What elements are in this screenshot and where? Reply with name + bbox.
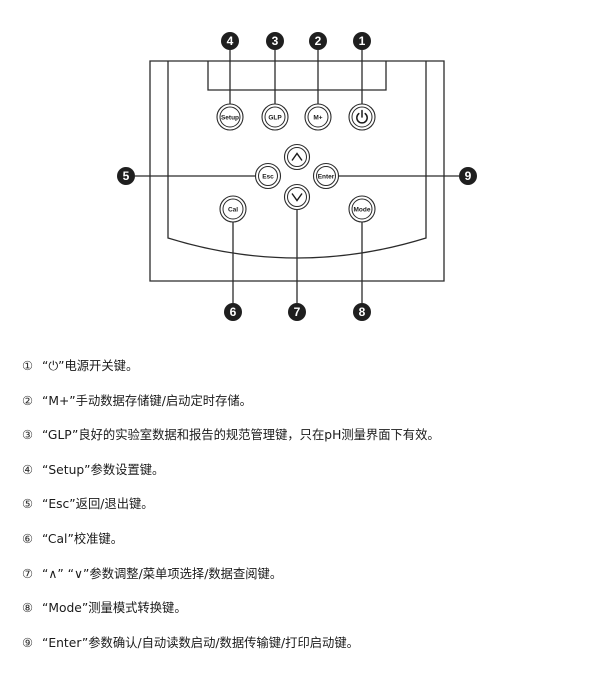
item-text: “M+”手动数据存储键/启动定时存储。 [42, 393, 252, 408]
list-item: ⑥ “Cal”校准键。 [22, 529, 592, 564]
esc-button-label: Esc [262, 174, 274, 181]
callout-2: 2 [309, 32, 327, 50]
list-item: ① “⏻”电源开关键。 [22, 356, 592, 391]
list-item: ② “M+”手动数据存储键/启动定时存储。 [22, 391, 592, 426]
callout-4: 4 [221, 32, 239, 50]
item-marker: ⑦ [22, 566, 34, 581]
callout-4-number: 4 [227, 34, 234, 48]
item-text: “GLP”良好的实验室数据和报告的规范管理键，只在pH测量界面下有效。 [42, 428, 440, 443]
m-plus-button-label: M+ [313, 115, 322, 122]
item-text: “Esc”返回/退出键。 [42, 497, 154, 512]
callout-1-number: 1 [359, 34, 366, 48]
list-item: ④ “Setup”参数设置键。 [22, 460, 592, 495]
item-marker: ⑨ [22, 635, 34, 650]
item-text: “⏻”电源开关键。 [42, 359, 139, 373]
cal-button[interactable]: Cal [219, 195, 247, 223]
item-text: “∧” “∨”参数调整/菜单项选择/数据查阅键。 [42, 566, 283, 581]
callout-2-number: 2 [315, 34, 322, 48]
callout-5-number: 5 [123, 169, 130, 183]
power-icon [356, 109, 368, 124]
callout-8-number: 8 [359, 305, 366, 319]
item-text: “Setup”参数设置键。 [42, 462, 165, 477]
callout-6-number: 6 [230, 305, 237, 319]
item-marker: ④ [22, 462, 34, 477]
list-item: ⑦ “∧” “∨”参数调整/菜单项选择/数据查阅键。 [22, 564, 592, 599]
enter-button-label: Enter [318, 174, 335, 181]
item-marker: ⑧ [22, 601, 34, 616]
callout-7-number: 7 [294, 305, 301, 319]
item-marker: ⑥ [22, 531, 34, 546]
item-text: “Enter”参数确认/自动读数启动/数据传输键/打印启动键。 [42, 635, 359, 650]
display-window-outline [207, 61, 387, 91]
up-arrow-button[interactable] [283, 143, 311, 171]
cal-button-label: Cal [228, 207, 238, 214]
callout-3: 3 [266, 32, 284, 50]
item-text: “Mode”测量模式转换键。 [42, 601, 187, 616]
glp-button[interactable]: GLP [261, 103, 289, 131]
m-plus-button[interactable]: M+ [304, 103, 332, 131]
item-marker: ② [22, 393, 34, 408]
enter-button[interactable]: Enter [312, 162, 340, 190]
callout-3-number: 3 [272, 34, 279, 48]
setup-button-label: Setup [221, 115, 239, 122]
power-button[interactable] [348, 103, 376, 131]
keypad-diagram: Setup GLP M+ Esc Enter [117, 32, 477, 321]
key-description-list: ① “⏻”电源开关键。 ② “M+”手动数据存储键/启动定时存储。 ③ “GLP”良好… [22, 356, 592, 667]
callout-1: 1 [353, 32, 371, 50]
chevron-down-icon [291, 193, 303, 202]
callout-7: 7 [288, 303, 306, 321]
item-marker: ⑤ [22, 497, 34, 512]
mode-button[interactable]: Mode [348, 195, 376, 223]
glp-button-label: GLP [268, 115, 282, 122]
item-marker: ① [22, 359, 34, 373]
callout-5: 5 [117, 167, 135, 185]
setup-button[interactable]: Setup [216, 103, 244, 131]
callout-6: 6 [224, 303, 242, 321]
callout-9: 9 [459, 167, 477, 185]
item-text: “Cal”校准键。 [42, 531, 124, 546]
list-item: ⑤ “Esc”返回/退出键。 [22, 494, 592, 529]
callout-8: 8 [353, 303, 371, 321]
chevron-up-icon [291, 152, 303, 161]
callout-9-number: 9 [465, 169, 472, 183]
list-item: ⑨ “Enter”参数确认/自动读数启动/数据传输键/打印启动键。 [22, 633, 592, 668]
mode-button-label: Mode [354, 207, 371, 214]
list-item: ③ “GLP”良好的实验室数据和报告的规范管理键，只在pH测量界面下有效。 [22, 425, 592, 460]
list-item: ⑧ “Mode”测量模式转换键。 [22, 598, 592, 633]
down-arrow-button[interactable] [283, 183, 311, 211]
item-marker: ③ [22, 428, 34, 443]
meter-housing-outline [149, 60, 445, 282]
esc-button[interactable]: Esc [254, 162, 282, 190]
